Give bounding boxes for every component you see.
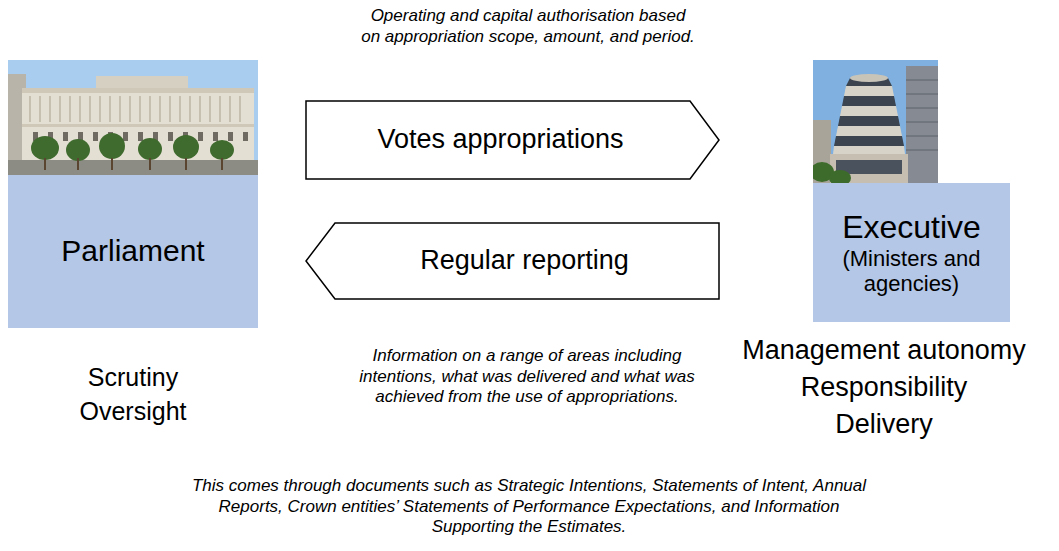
role-word: Oversight: [80, 396, 187, 427]
beehive-building: [830, 74, 908, 183]
arrow-text: Votes appropriations: [377, 124, 623, 155]
sky: [813, 60, 938, 183]
arrow-shape: [306, 223, 719, 299]
node-body: Parliament: [8, 175, 258, 328]
building-windows: [906, 80, 938, 150]
arrow-shape: [306, 101, 719, 179]
note-text: Information on a range of areas includin…: [342, 346, 712, 408]
parliament-box: Parliament: [8, 175, 258, 328]
node-heading: Parliament: [61, 234, 204, 269]
node-subtitle: (Ministers and agencies): [821, 246, 1002, 297]
executive-box: Executive(Ministers and agencies): [813, 183, 1010, 322]
trees: [813, 162, 851, 183]
windows: [33, 132, 248, 141]
role-word: Responsibility: [801, 371, 968, 404]
block-arrow: Votes appropriations: [305, 100, 720, 180]
node-body: Executive(Ministers and agencies): [813, 183, 1010, 322]
node-body: Regular reporting: [305, 222, 720, 300]
arrow-text: Regular reporting: [420, 245, 629, 276]
columns: [30, 96, 240, 122]
side-building: [906, 66, 938, 183]
block-arrow: Regular reporting: [305, 222, 720, 300]
node-heading: Executive: [842, 209, 981, 246]
building-facade: [22, 88, 254, 164]
beehive-photo: [813, 60, 938, 183]
trees: [31, 133, 234, 161]
role-word: Management autonomy: [742, 334, 1026, 367]
cornice: [22, 88, 254, 93]
note-text: This comes through documents such as Str…: [177, 476, 882, 538]
note-text: Operating and capital authorisation base…: [328, 6, 728, 47]
cornice: [22, 124, 254, 127]
role-word: Scrutiny: [88, 362, 178, 393]
sky: [8, 60, 258, 175]
parliament-photo: [8, 60, 258, 175]
role-word: Delivery: [835, 408, 933, 441]
tree-trunks: [45, 158, 222, 170]
node-body: Votes appropriations: [305, 100, 720, 180]
